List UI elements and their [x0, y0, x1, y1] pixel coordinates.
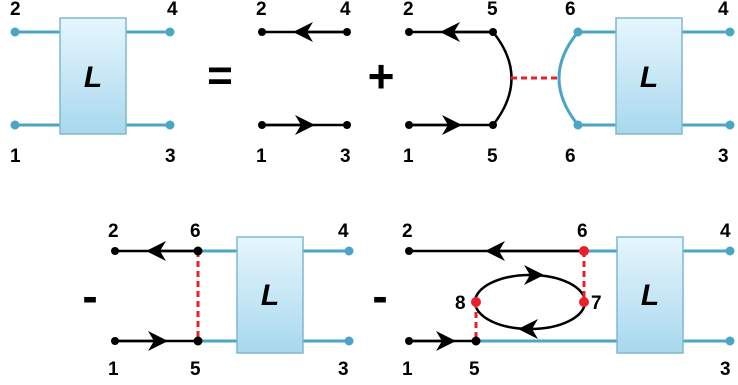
- vertex-box-L: [616, 236, 684, 354]
- box-label: L: [641, 279, 659, 312]
- panel-d-ladder-exchange: L 2 6 4 1 5 3: [108, 221, 354, 380]
- label-5: 5: [469, 359, 480, 380]
- label-6: 6: [565, 0, 576, 20]
- label-4: 4: [167, 0, 178, 20]
- label-8: 8: [455, 293, 466, 314]
- minus-sign: -: [82, 270, 97, 322]
- label-6: 6: [565, 146, 576, 167]
- plus-sign: +: [368, 50, 395, 102]
- panel-e-loop-exchange: L 2 6 4 8 7 1 5 3: [402, 221, 735, 380]
- label-1: 1: [10, 146, 21, 167]
- minus-sign: -: [372, 270, 387, 322]
- label-4: 4: [338, 221, 349, 242]
- label-2: 2: [402, 221, 413, 242]
- panel-c-exchange-plus-box: L 2 5 1 5 6 6 4 3: [403, 0, 735, 167]
- label-2: 2: [256, 0, 267, 20]
- box-label: L: [640, 61, 658, 94]
- panel-a-ladder-box: L 2 4 1 3: [10, 0, 178, 167]
- label-5: 5: [190, 359, 201, 380]
- label-1: 1: [403, 146, 414, 167]
- label-3: 3: [720, 359, 731, 380]
- label-3: 3: [165, 146, 176, 167]
- label-2: 2: [403, 0, 414, 20]
- panel-b-free-propagation: 2 4 1 3: [256, 0, 351, 167]
- label-1: 1: [256, 146, 267, 167]
- label-3: 3: [338, 359, 349, 380]
- vertex-box-L: [615, 17, 683, 135]
- label-5: 5: [487, 0, 498, 20]
- box-label: L: [84, 61, 102, 94]
- label-5: 5: [487, 146, 498, 167]
- label-1: 1: [402, 359, 413, 380]
- box-label: L: [261, 279, 279, 312]
- label-2: 2: [10, 0, 21, 20]
- label-7: 7: [591, 293, 602, 314]
- loop: [473, 273, 587, 331]
- label-1: 1: [108, 359, 119, 380]
- label-6: 6: [577, 221, 588, 242]
- label-6: 6: [190, 221, 201, 242]
- vertex-box-L: [59, 17, 127, 135]
- label-4: 4: [718, 0, 729, 20]
- label-4: 4: [720, 221, 731, 242]
- label-3: 3: [340, 146, 351, 167]
- label-2: 2: [108, 221, 119, 242]
- equals-sign: =: [207, 51, 233, 100]
- label-4: 4: [340, 0, 351, 20]
- vertex-box-L: [236, 236, 304, 354]
- label-3: 3: [718, 146, 729, 167]
